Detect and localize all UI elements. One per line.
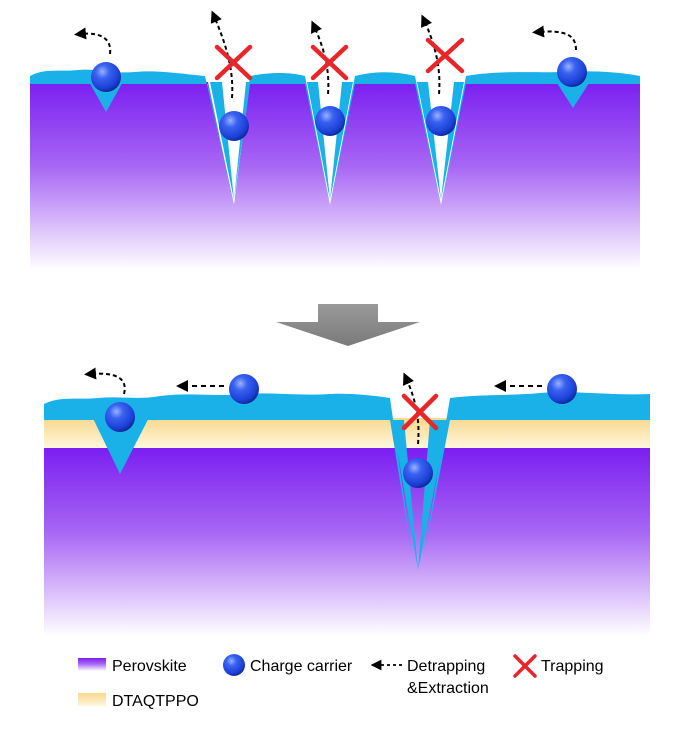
legend-detrapping-label-line2: &Extraction (407, 680, 489, 697)
charge-carrier-icon (557, 57, 587, 87)
legend-trapping-cross-icon (513, 654, 537, 678)
charge-carrier-icon (91, 62, 121, 92)
top-perovskite-layer (30, 82, 640, 270)
bottom-shallow-trap (86, 404, 156, 474)
detrapping-arrow-icon (74, 27, 112, 55)
bottom-deep-trap (392, 420, 448, 570)
charge-carrier-icon (547, 374, 577, 404)
charge-carrier-icon (229, 374, 259, 404)
legend-dtaqtppo-swatch (78, 693, 106, 706)
charge-carrier-icon (105, 402, 135, 432)
legend-trapping-label: Trapping (541, 658, 604, 675)
charge-carrier-icon (219, 111, 249, 141)
legend-perovskite-swatch (78, 658, 106, 671)
top-shallow-trap-right (555, 80, 591, 108)
trapping-cross-icon (425, 37, 465, 74)
charge-carrier-icon (426, 106, 456, 136)
trapping-cross-icon (401, 393, 439, 431)
legend-dtaqtppo-label: DTAQTPPO (112, 693, 199, 710)
top-deep-trap-1 (210, 82, 250, 200)
bottom-panel (44, 367, 650, 636)
transition-arrow-icon (276, 304, 420, 346)
trapping-cross-icon (214, 44, 253, 81)
trapping-cross-icon (310, 44, 349, 81)
top-panel (30, 10, 640, 270)
charge-carrier-icon (315, 106, 345, 136)
dtaqtppo-layer (44, 418, 650, 448)
legend-detrapping-label-line1: Detrapping (407, 658, 485, 675)
legend-charge-carrier-label: Charge carrier (250, 658, 353, 675)
legend: Perovskite DTAQTPPO Charge carrier Detra… (78, 654, 604, 710)
bottom-perovskite-layer (44, 448, 650, 636)
charge-carrier-icon (403, 458, 433, 488)
trapped-arrow-icon (421, 14, 441, 95)
detrapping-arrow-icon (84, 367, 126, 395)
trapped-arrow-icon (311, 20, 330, 95)
legend-charge-carrier-icon (223, 654, 245, 676)
trapped-arrow-icon (210, 10, 234, 99)
legend-perovskite-label: Perovskite (112, 658, 187, 675)
detrapping-arrow-icon (532, 25, 577, 51)
